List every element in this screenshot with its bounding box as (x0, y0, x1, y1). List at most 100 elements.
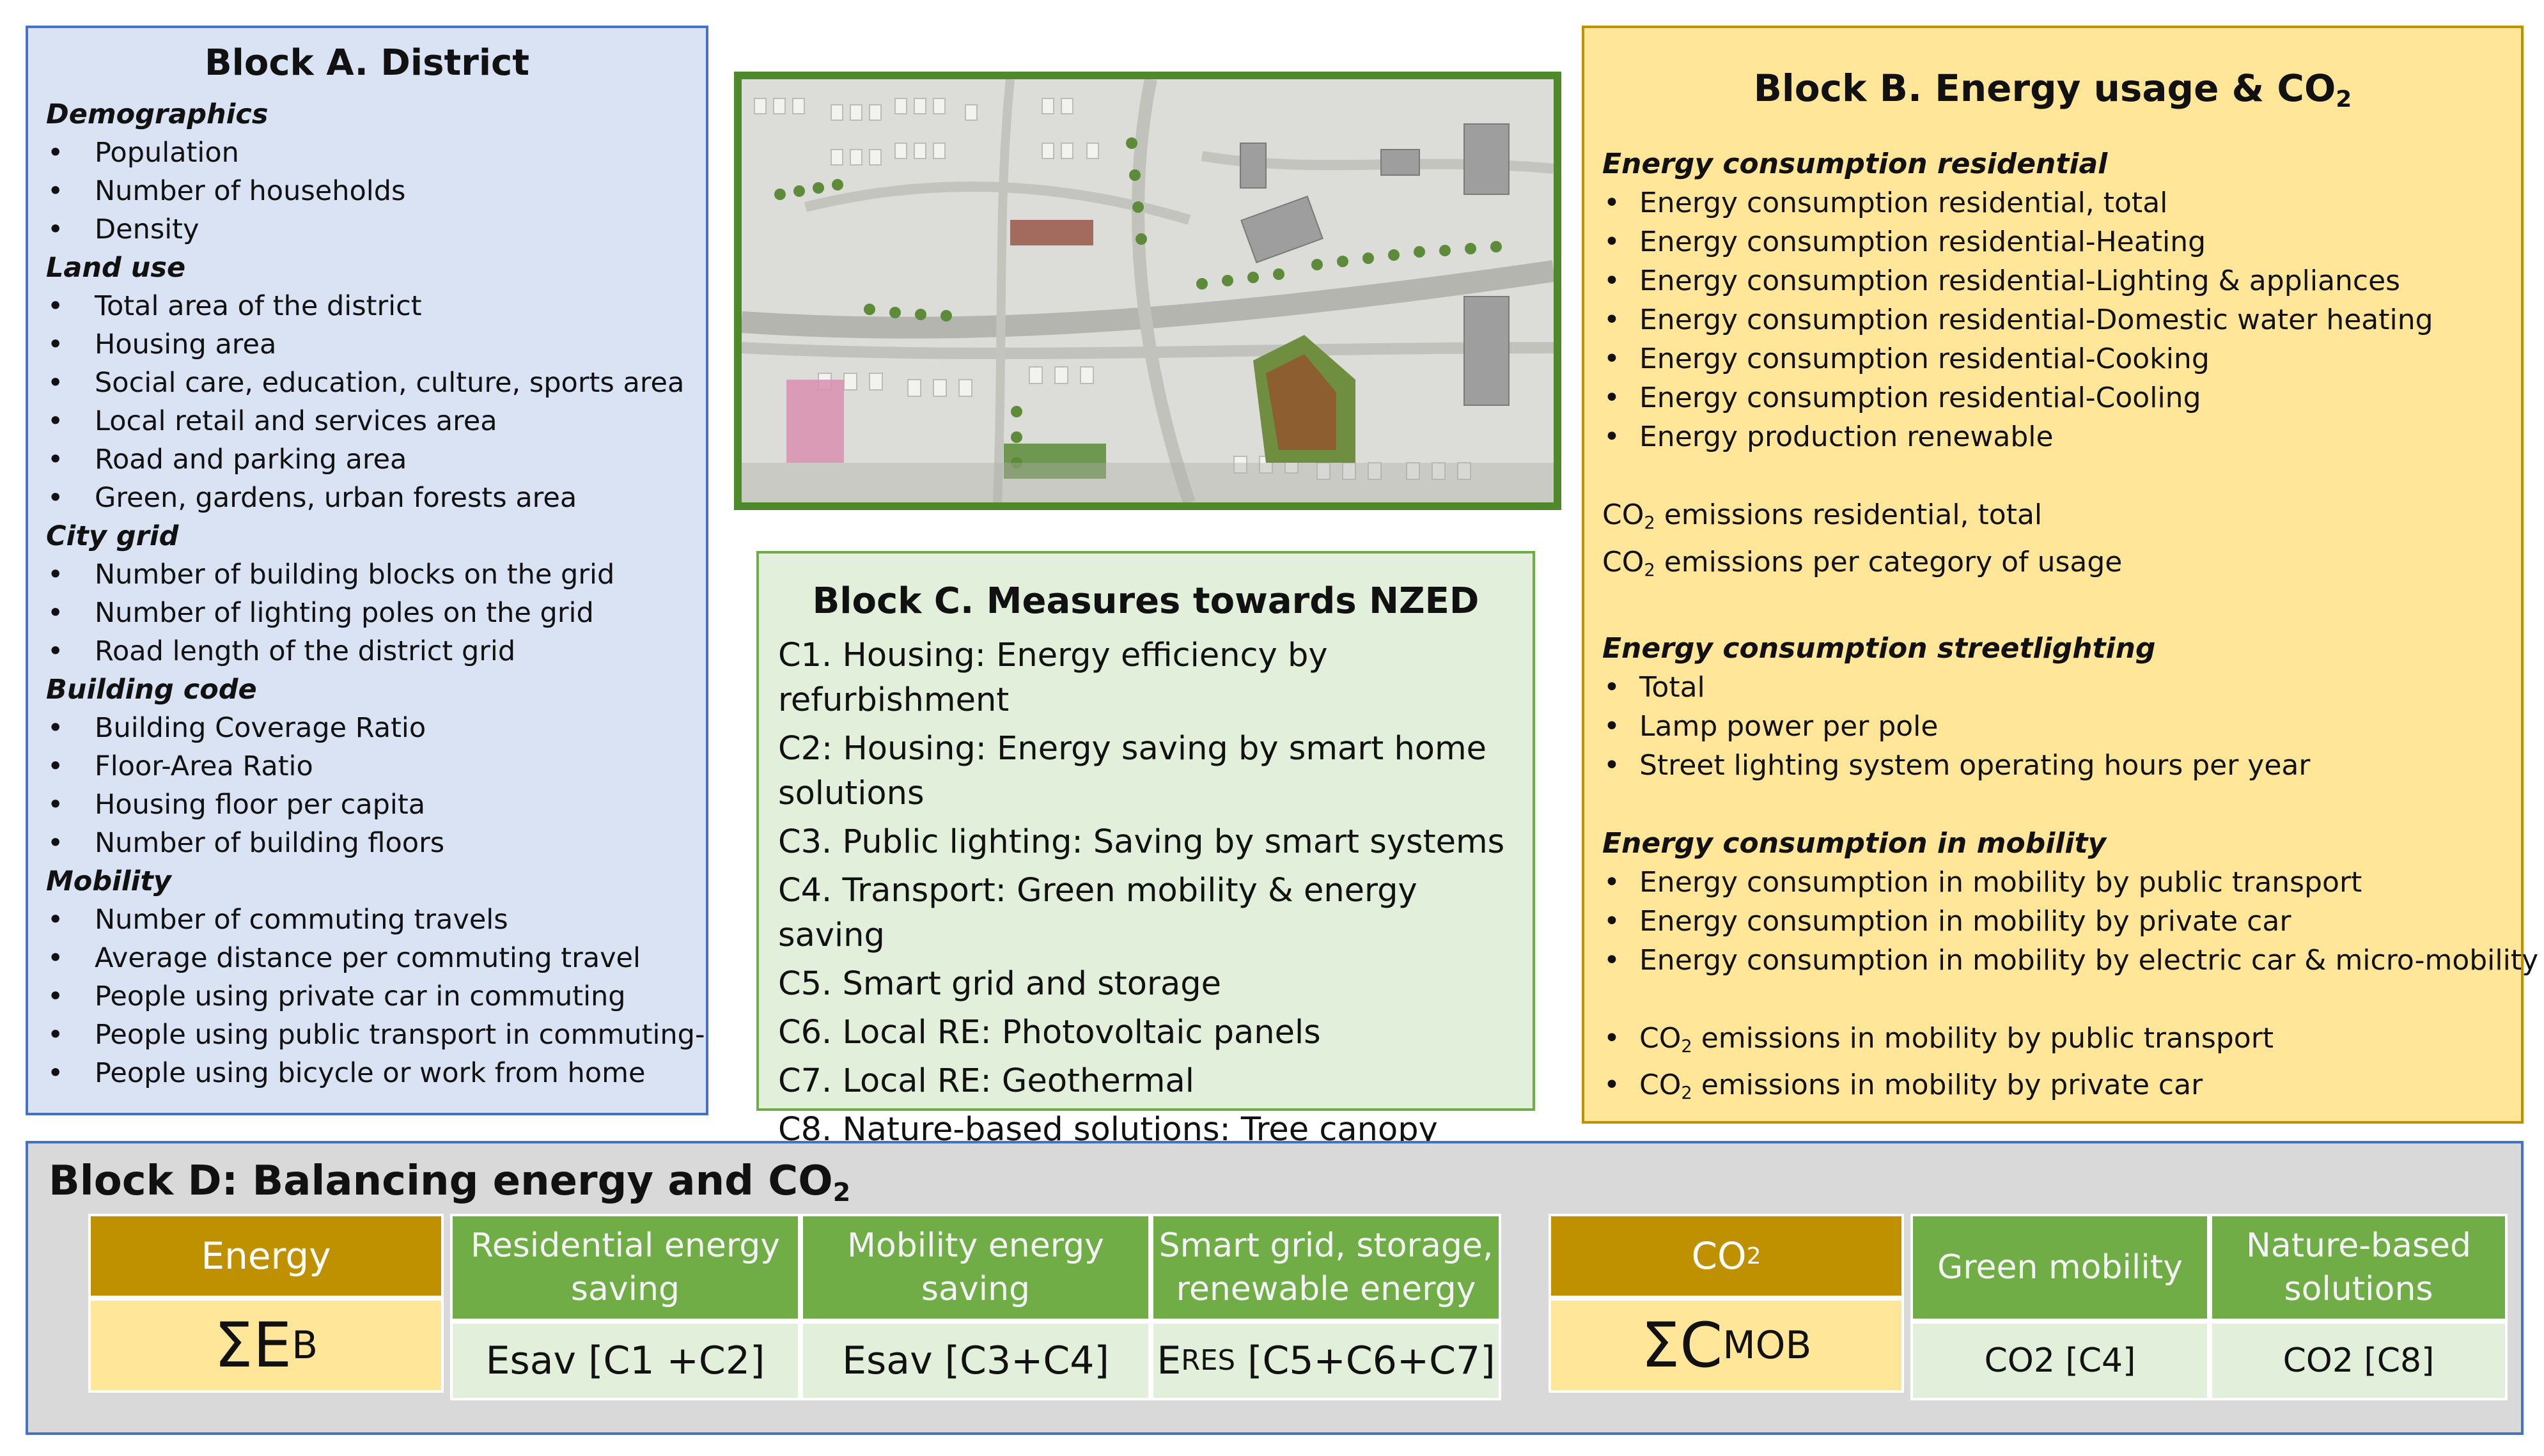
block-a-list-item: • Building Coverage Ratio (46, 709, 706, 747)
block-a-list-item: •Green, gardens, urban forests area (46, 479, 706, 517)
mobility-item-text: Energy consumption in mobility by public… (1639, 865, 2362, 899)
block-a-list-item-text: Number of building floors (95, 827, 445, 859)
spacer (1602, 785, 2521, 824)
spacer (1602, 980, 2521, 1019)
block-a-list-item: • Road and parking area (46, 440, 706, 479)
streetlighting-item-text: Total (1639, 670, 1705, 704)
block-b-section-streetlighting: Energy consumption streetlighting (1602, 631, 2156, 665)
block-a-list-item: •Road length of the district grid (46, 632, 706, 670)
co2-header-sub: 2 (1746, 1243, 1761, 1269)
residential-item: •Energy consumption residential-Domestic… (1602, 300, 2521, 339)
formula-rest: [C5+C6+C7] (1235, 1338, 1495, 1383)
block-a-list-item-text: Local retail and services area (95, 405, 497, 437)
green-mobility-formula: CO2 [C4] (1910, 1321, 2210, 1400)
district-map-drawing (742, 79, 1554, 502)
block-a-list-item: • Number of building floors (46, 824, 706, 862)
block-a-list-item-text: Density (95, 213, 199, 245)
bullet-icon: • (47, 597, 64, 629)
block-a-list-item-text: Number of commuting travels (95, 904, 508, 936)
co2-mobility-post: emissions in mobility by public transpor… (1692, 1021, 2274, 1055)
block-b-title-main: Block B. Energy usage & CO (1753, 66, 2336, 110)
bullet-icon: • (47, 405, 64, 437)
streetlighting-item-text: Street lighting system operating hours p… (1639, 748, 2311, 782)
block-a-section-title: Building code (46, 674, 257, 706)
block-a-list-item: •Housing area (46, 325, 706, 364)
block-b-co2-mobility-list: •CO2 emissions in mobility by public tra… (1602, 1019, 2521, 1113)
block-a-list-item: •Number of households (46, 172, 706, 210)
co2-sum-subscript: MOB (1722, 1323, 1812, 1368)
block-d-panel: Block D: Balancing energy and CO2 Energy… (26, 1141, 2524, 1435)
block-a-section-list: •Population•Number of households•Density (46, 134, 706, 249)
residential-item: •Energy consumption residential-Cooling (1602, 378, 2521, 417)
bullet-icon: • (47, 635, 64, 667)
bullet-icon: • (47, 827, 64, 859)
block-a-section-list: •Number of building blocks on the grid•N… (46, 555, 706, 670)
mobility-saving-header: Mobility energy saving (800, 1214, 1151, 1321)
streetlighting-item: • Lamp power per pole (1602, 707, 2521, 746)
green-mobility-header: Green mobility (1910, 1214, 2210, 1321)
residential-item: •Energy consumption residential-Heating (1602, 222, 2521, 261)
residential-item-text: Energy consumption residential-Cooking (1639, 342, 2210, 375)
district-map-image (734, 72, 1561, 510)
block-b-panel: Block B. Energy usage & CO2 Energy consu… (1582, 26, 2538, 1124)
block-a-list-item-text: Housing area (95, 329, 277, 360)
measure-item: C5. Smart grid and storage (778, 965, 1221, 1003)
block-a-section-title: Mobility (46, 865, 171, 897)
bullet-icon: • (47, 712, 64, 744)
residential-saving-header: Residential energy saving (450, 1214, 800, 1321)
block-a-list-item-text: People using bicycle or work from home (95, 1057, 646, 1089)
bullet-icon: • (47, 482, 64, 514)
co2-subscript: 2 (1644, 560, 1655, 580)
mobility-item-text: Energy consumption in mobility by privat… (1639, 904, 2291, 938)
bullet-icon: • (1604, 303, 1620, 336)
block-c-panel: Block C. Measures towards NZED C1. Housi… (756, 551, 1535, 1149)
block-a-list-item: •Floor-Area Ratio (46, 747, 706, 786)
block-a-section-list: • Building Coverage Ratio•Floor-Area Rati… (46, 709, 706, 862)
measure-item: C4. Transport: Green mobility & energy s… (778, 872, 1417, 954)
block-a-list-item: •Total area of the district (46, 287, 706, 325)
block-a-list-item: •People using private car in commuting (46, 977, 706, 1016)
bullet-icon: • (47, 444, 64, 476)
block-b-mobility-list: • Energy consumption in mobility by publi… (1602, 863, 2538, 980)
bullet-icon: • (1604, 186, 1620, 219)
bullet-icon: • (1604, 709, 1620, 743)
bullet-icon: • (1604, 264, 1620, 297)
block-a-list-item-text: Social care, education, culture, sports … (95, 367, 685, 399)
block-b-title: Block B. Energy usage & CO2 (1602, 66, 2521, 112)
co2-sum-symbol: ΣC (1641, 1310, 1723, 1381)
co2-residential-total: CO2 emissions residential, total (1602, 495, 2521, 543)
co2-prefix: CO (1602, 545, 1644, 578)
streetlighting-item-text: Lamp power per pole (1639, 709, 1939, 743)
mobility-saving-formula: Esav [C3+C4] (800, 1321, 1151, 1400)
bullet-icon: • (47, 789, 64, 821)
bullet-icon: • (47, 175, 64, 207)
block-b-residential-list: •Energy consumption residential, total•E… (1602, 183, 2521, 456)
energy-sum-symbol: ΣE (214, 1310, 292, 1381)
residential-item-text: Energy consumption residential-Cooling (1639, 381, 2201, 414)
bullet-icon: • (47, 290, 64, 322)
block-d-title-main: Block D: Balancing energy and CO (49, 1158, 833, 1205)
measure-item: C2: Housing: Energy saving by smart home… (778, 730, 1487, 812)
residential-item: • Energy consumption residential, total (1602, 183, 2521, 222)
mobility-item-text: Energy consumption in mobility by electr… (1639, 943, 2539, 977)
residential-item-text: Energy consumption residential-Lighting … (1639, 264, 2401, 297)
bullet-icon: • (1604, 904, 1620, 938)
block-a-list-item: •Average distance per commuting travel (46, 939, 706, 977)
block-a-list-item: • Local retail and services area (46, 402, 706, 440)
residential-item-text: Energy production renewable (1639, 420, 2054, 453)
block-a-sections: Demographics•Population•Number of househ… (46, 95, 706, 1092)
residential-item-text: Energy consumption residential, total (1639, 186, 2168, 219)
block-a-list-item-text: Building Coverage Ratio (95, 712, 426, 744)
block-a-list-item-text: Road and parking area (95, 444, 407, 476)
measure-item: C1. Housing: Energy efficiency by refurb… (778, 637, 1328, 719)
bullet-icon: • (47, 942, 64, 974)
bullet-icon: • (1604, 943, 1620, 977)
bullet-icon: • (47, 980, 64, 1012)
block-d-title: Block D: Balancing energy and CO2 (49, 1158, 850, 1207)
block-a-list-item: •Social care, education, culture, sports… (46, 364, 706, 402)
block-a-title: Block A. District (205, 42, 529, 84)
co2-text: emissions per category of usage (1655, 545, 2123, 578)
formula-sub: RES (1181, 1345, 1235, 1377)
